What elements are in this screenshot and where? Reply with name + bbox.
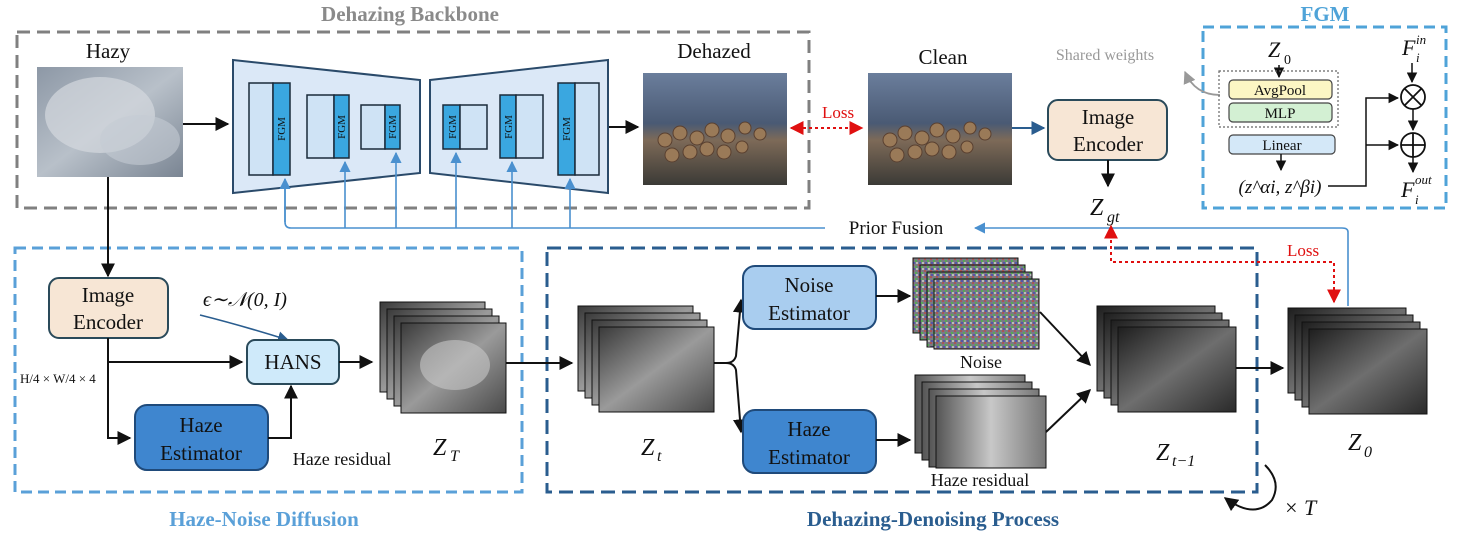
diffusion-frame bbox=[13, 246, 524, 494]
svg-text:out: out bbox=[1415, 172, 1432, 187]
image-encoder-left: Image Encoder bbox=[48, 277, 169, 339]
svg-text:Haze: Haze bbox=[787, 417, 830, 441]
svg-text:Z: Z bbox=[1090, 195, 1104, 221]
svg-text:Estimator: Estimator bbox=[768, 445, 850, 469]
z-t-minus-1-stack bbox=[1096, 305, 1237, 413]
svg-text:Z: Z bbox=[1268, 37, 1281, 62]
fgm-title: FGM bbox=[1301, 2, 1350, 26]
clean-image bbox=[868, 73, 1012, 185]
svg-text:Estimator: Estimator bbox=[768, 301, 850, 325]
svg-text:T: T bbox=[450, 448, 460, 465]
svg-text:0: 0 bbox=[1364, 444, 1372, 461]
image-encoder-top: Image Encoder bbox=[1047, 99, 1168, 161]
z-t-stack bbox=[577, 305, 715, 413]
haze-estimator-right: Haze Estimator bbox=[742, 409, 877, 474]
fgm-block-1: FGM bbox=[248, 82, 291, 176]
epsilon-label: ϵ∼𝒩(0, I) bbox=[203, 289, 287, 311]
svg-text:Z: Z bbox=[1156, 440, 1170, 466]
svg-text:t: t bbox=[657, 448, 662, 465]
backbone-frame bbox=[15, 30, 811, 210]
loss-label: Loss bbox=[822, 103, 854, 122]
svg-text:F: F bbox=[1400, 177, 1415, 202]
denoise-frame bbox=[545, 246, 1259, 494]
mlp-block bbox=[1228, 102, 1333, 123]
z-0-label: Z 0 bbox=[1348, 430, 1372, 461]
linear-block bbox=[1228, 134, 1336, 155]
svg-text:FGM: FGM bbox=[447, 115, 459, 139]
noise-label: Noise bbox=[960, 352, 1002, 372]
add-icon bbox=[1400, 132, 1426, 158]
haze-residual-label: Haze residual bbox=[293, 449, 391, 469]
z-t-minus-1-label: Z t−1 bbox=[1156, 440, 1195, 470]
prior-fusion-arrow bbox=[973, 222, 1349, 306]
fgm-block-4: FGM bbox=[442, 104, 488, 150]
fgm-frame bbox=[1201, 25, 1448, 210]
svg-text:Encoder: Encoder bbox=[73, 310, 143, 334]
svg-text:FGM: FGM bbox=[387, 115, 399, 139]
hazy-label: Hazy bbox=[86, 39, 131, 63]
z-t-label: Z t bbox=[641, 435, 662, 465]
loss2-label: Loss bbox=[1287, 241, 1319, 260]
svg-text:i: i bbox=[1416, 50, 1420, 65]
z-T-stack bbox=[379, 301, 507, 414]
svg-text:0: 0 bbox=[1284, 53, 1291, 68]
noise-estimator: Noise Estimator bbox=[742, 265, 877, 330]
svg-text:Image: Image bbox=[1082, 105, 1134, 129]
alpha-beta-label: (z^αi, z^βi) bbox=[1239, 177, 1322, 198]
fgm-block-5: FGM bbox=[499, 94, 544, 159]
svg-text:Noise: Noise bbox=[785, 273, 834, 297]
times-T-label: × T bbox=[1284, 495, 1318, 520]
fgm-block-2: FGM bbox=[306, 94, 350, 159]
svg-text:i: i bbox=[1415, 192, 1419, 207]
dehazed-image bbox=[643, 73, 787, 185]
fgm-module: Shared weights Z 0 AvgPool MLP Linear (z… bbox=[1056, 32, 1432, 207]
svg-text:Z: Z bbox=[641, 435, 655, 461]
haze-estimator-left: Haze Estimator bbox=[134, 404, 269, 471]
svg-text:FGM: FGM bbox=[276, 117, 288, 141]
svg-text:Estimator: Estimator bbox=[160, 441, 242, 465]
prior-fusion-lines bbox=[279, 151, 825, 229]
haze-residual2-label: Haze residual bbox=[931, 470, 1029, 490]
svg-text:F: F bbox=[1401, 35, 1416, 60]
loop-arrow bbox=[1223, 464, 1277, 512]
svg-text:AvgPool: AvgPool bbox=[1254, 83, 1306, 99]
diffusion-title: Haze-Noise Diffusion bbox=[169, 507, 359, 531]
dehazed-label: Dehazed bbox=[677, 39, 751, 63]
svg-text:FGM: FGM bbox=[336, 115, 348, 139]
z-0-stack bbox=[1287, 307, 1428, 415]
svg-text:Haze: Haze bbox=[179, 413, 222, 437]
svg-text:HANS: HANS bbox=[264, 350, 321, 374]
svg-text:gt: gt bbox=[1107, 209, 1120, 226]
hazy-image bbox=[37, 67, 183, 177]
svg-text:Z: Z bbox=[433, 435, 447, 461]
fgm-block-3: FGM bbox=[360, 104, 401, 150]
svg-text:FGM: FGM bbox=[503, 115, 515, 139]
noise-stack bbox=[912, 257, 1040, 350]
multiply-icon bbox=[1400, 84, 1426, 110]
unet-decoder: FGM FGM FGM bbox=[429, 58, 609, 195]
z-gt-label: Z gt bbox=[1090, 195, 1120, 226]
svg-text:t−1: t−1 bbox=[1172, 453, 1195, 470]
denoise-title: Dehazing-Denoising Process bbox=[807, 507, 1059, 531]
shared-weights-label: Shared weights bbox=[1056, 47, 1154, 64]
hans-block: HANS bbox=[246, 339, 340, 385]
loss2-arrow bbox=[1110, 228, 1341, 304]
prior-fusion-label: Prior Fusion bbox=[849, 218, 944, 239]
fgm-block-6: FGM bbox=[557, 82, 600, 176]
svg-text:MLP: MLP bbox=[1265, 106, 1296, 122]
backbone-title: Dehazing Backbone bbox=[321, 2, 499, 26]
unet-encoder: FGM FGM FGM bbox=[232, 58, 421, 195]
svg-text:in: in bbox=[1416, 32, 1426, 47]
dims-label: H/4 × W/4 × 4 bbox=[20, 371, 96, 386]
svg-text:Z: Z bbox=[1348, 430, 1362, 456]
z-T-label: Z T bbox=[433, 435, 460, 465]
svg-text:FGM: FGM bbox=[561, 117, 573, 141]
svg-text:Image: Image bbox=[82, 283, 134, 307]
haze-residual-stack bbox=[914, 374, 1047, 469]
avgpool-block bbox=[1228, 79, 1333, 100]
clean-label: Clean bbox=[919, 45, 968, 69]
svg-text:Linear: Linear bbox=[1262, 138, 1301, 154]
svg-text:Encoder: Encoder bbox=[1073, 132, 1143, 156]
